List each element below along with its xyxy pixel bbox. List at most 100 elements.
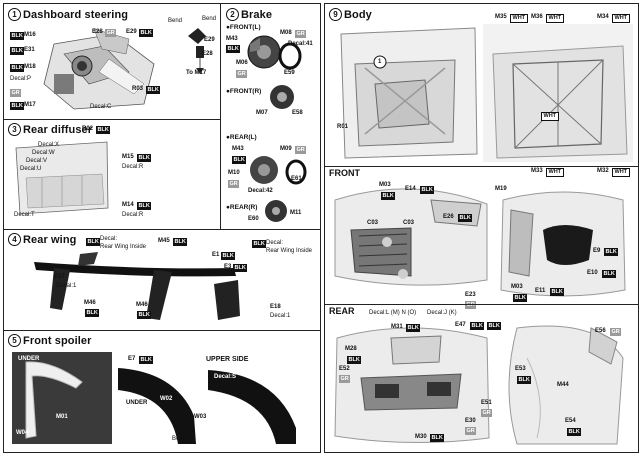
part-tag-grey: GR bbox=[610, 328, 622, 336]
part-tag-grey: GR bbox=[228, 180, 240, 188]
label-decal-circ: Decal:C bbox=[90, 104, 112, 110]
part-tag: BLK bbox=[550, 288, 565, 296]
label-m08: M08 bbox=[280, 30, 292, 36]
label-e28b: E28 bbox=[202, 51, 213, 57]
part-tag: BLK bbox=[137, 154, 152, 162]
label-decal-x: Decal:X bbox=[38, 142, 60, 148]
part-tag-white: WHT bbox=[541, 112, 559, 121]
sub-front-l: ●FRONT(L) bbox=[226, 24, 261, 31]
rear-title: REAR bbox=[329, 306, 355, 316]
label-m46a: M46 bbox=[84, 300, 96, 306]
body-interior-photo bbox=[335, 24, 480, 162]
label-e10: E10 bbox=[587, 270, 598, 276]
part-tag: BLK bbox=[137, 202, 152, 210]
label-e53: E53 bbox=[515, 366, 526, 372]
label-m33: M33 bbox=[531, 168, 543, 174]
part-tag: BLK bbox=[604, 248, 619, 256]
label-decal-r1: Decal:R bbox=[122, 164, 144, 170]
section-number: 9 bbox=[329, 8, 342, 21]
label-m10: M10 bbox=[228, 170, 240, 176]
label-decal-jk: Decal:J (K) bbox=[427, 310, 457, 316]
diffuser-photo bbox=[12, 138, 112, 218]
divider bbox=[4, 119, 220, 121]
label-m44: M44 bbox=[557, 382, 569, 388]
brake-front-r-photo bbox=[266, 82, 302, 112]
label-decal-ri-l: Decal: bbox=[100, 236, 118, 242]
part-tag: BLK bbox=[430, 434, 445, 442]
label-r02: R02 bbox=[82, 126, 94, 132]
label-upper-side: UPPER SIDE bbox=[206, 356, 249, 363]
label-decal-p: Decal:P bbox=[10, 76, 32, 82]
sub-rear-l: ●REAR(L) bbox=[226, 134, 257, 141]
label-e30: E30 bbox=[465, 418, 476, 424]
label-decal42: Decal:42 bbox=[248, 188, 273, 194]
label-decal-r2: Decal:R bbox=[122, 212, 144, 218]
front-hood-photo bbox=[493, 180, 633, 302]
part-tag-white: WHT bbox=[612, 14, 630, 23]
label-m45: M45 bbox=[158, 238, 170, 244]
label-e29: E29 bbox=[126, 29, 137, 35]
part-tag: BLK bbox=[139, 356, 154, 364]
brake-front-l-photo bbox=[242, 32, 302, 74]
label-e26: E26 bbox=[443, 214, 454, 220]
part-tag: BLK bbox=[146, 86, 161, 94]
part-tag-grey: GR bbox=[481, 409, 493, 417]
label-e23: E23 bbox=[465, 292, 476, 298]
label-circ1: 1 bbox=[378, 59, 382, 65]
label-e52: E52 bbox=[339, 366, 350, 372]
body-roll-cage-photo bbox=[483, 24, 633, 162]
divider bbox=[4, 229, 320, 231]
part-tag: BLK bbox=[420, 186, 435, 194]
part-tag: BLK bbox=[513, 294, 528, 302]
part-tag: BLK bbox=[602, 270, 617, 278]
label-e9: E9 bbox=[593, 248, 601, 254]
label-e47: E47 bbox=[455, 322, 466, 328]
label-e17: E17 bbox=[54, 274, 65, 280]
section-title-text: Body bbox=[344, 9, 372, 21]
label-decal-w: Decal:W bbox=[32, 150, 55, 156]
label-m35: M35 bbox=[495, 14, 507, 20]
rear-wing-diagram bbox=[24, 240, 284, 328]
label-m43: M43 bbox=[226, 36, 238, 42]
section-title-text: Dashboard steering bbox=[23, 9, 129, 21]
part-tag: BLK bbox=[86, 238, 101, 246]
part-tag: BLK bbox=[487, 322, 502, 330]
part-tag: BLK bbox=[233, 264, 248, 272]
label-m30: M30 bbox=[415, 434, 427, 440]
label-e7: E7 bbox=[128, 356, 136, 362]
divider bbox=[220, 4, 222, 229]
rear-bumper-photo bbox=[331, 318, 493, 448]
section-title-text: Rear diffuser bbox=[23, 124, 93, 136]
section-title-text: Front spoiler bbox=[23, 335, 92, 347]
part-tag-white: WHT bbox=[612, 168, 630, 177]
part-tag: BLK bbox=[232, 156, 247, 164]
label-e11: E11 bbox=[535, 288, 546, 294]
label-m07: M07 bbox=[256, 110, 268, 116]
label-e60: E60 bbox=[248, 216, 259, 222]
section-title-text: Brake bbox=[241, 9, 273, 21]
part-tag: BLK bbox=[10, 102, 25, 110]
spoiler-diagram bbox=[116, 366, 202, 446]
label-bend: Bend bbox=[172, 436, 187, 442]
part-tag: BLK bbox=[381, 192, 396, 200]
label-bend-2: Bend bbox=[202, 16, 217, 22]
label-decal-s: Decal:S bbox=[214, 374, 237, 380]
dashboard-photo bbox=[34, 24, 164, 114]
brake-rear-l-photo bbox=[244, 152, 310, 188]
section-title-text: Rear wing bbox=[23, 234, 77, 246]
label-e56: E56 bbox=[595, 328, 606, 334]
label-decal1b: Decal:1 bbox=[270, 313, 291, 319]
label-r01: R01 bbox=[337, 124, 349, 130]
label-m06: M06 bbox=[236, 60, 248, 66]
part-tag-white: WHT bbox=[510, 14, 528, 23]
label-decal1a: Decal:1 bbox=[56, 283, 77, 289]
part-tag: BLK bbox=[85, 309, 100, 317]
label-m31: M31 bbox=[391, 324, 403, 330]
label-w03: W03 bbox=[194, 414, 207, 420]
divider bbox=[325, 166, 638, 168]
upper-side-diagram bbox=[206, 368, 302, 444]
